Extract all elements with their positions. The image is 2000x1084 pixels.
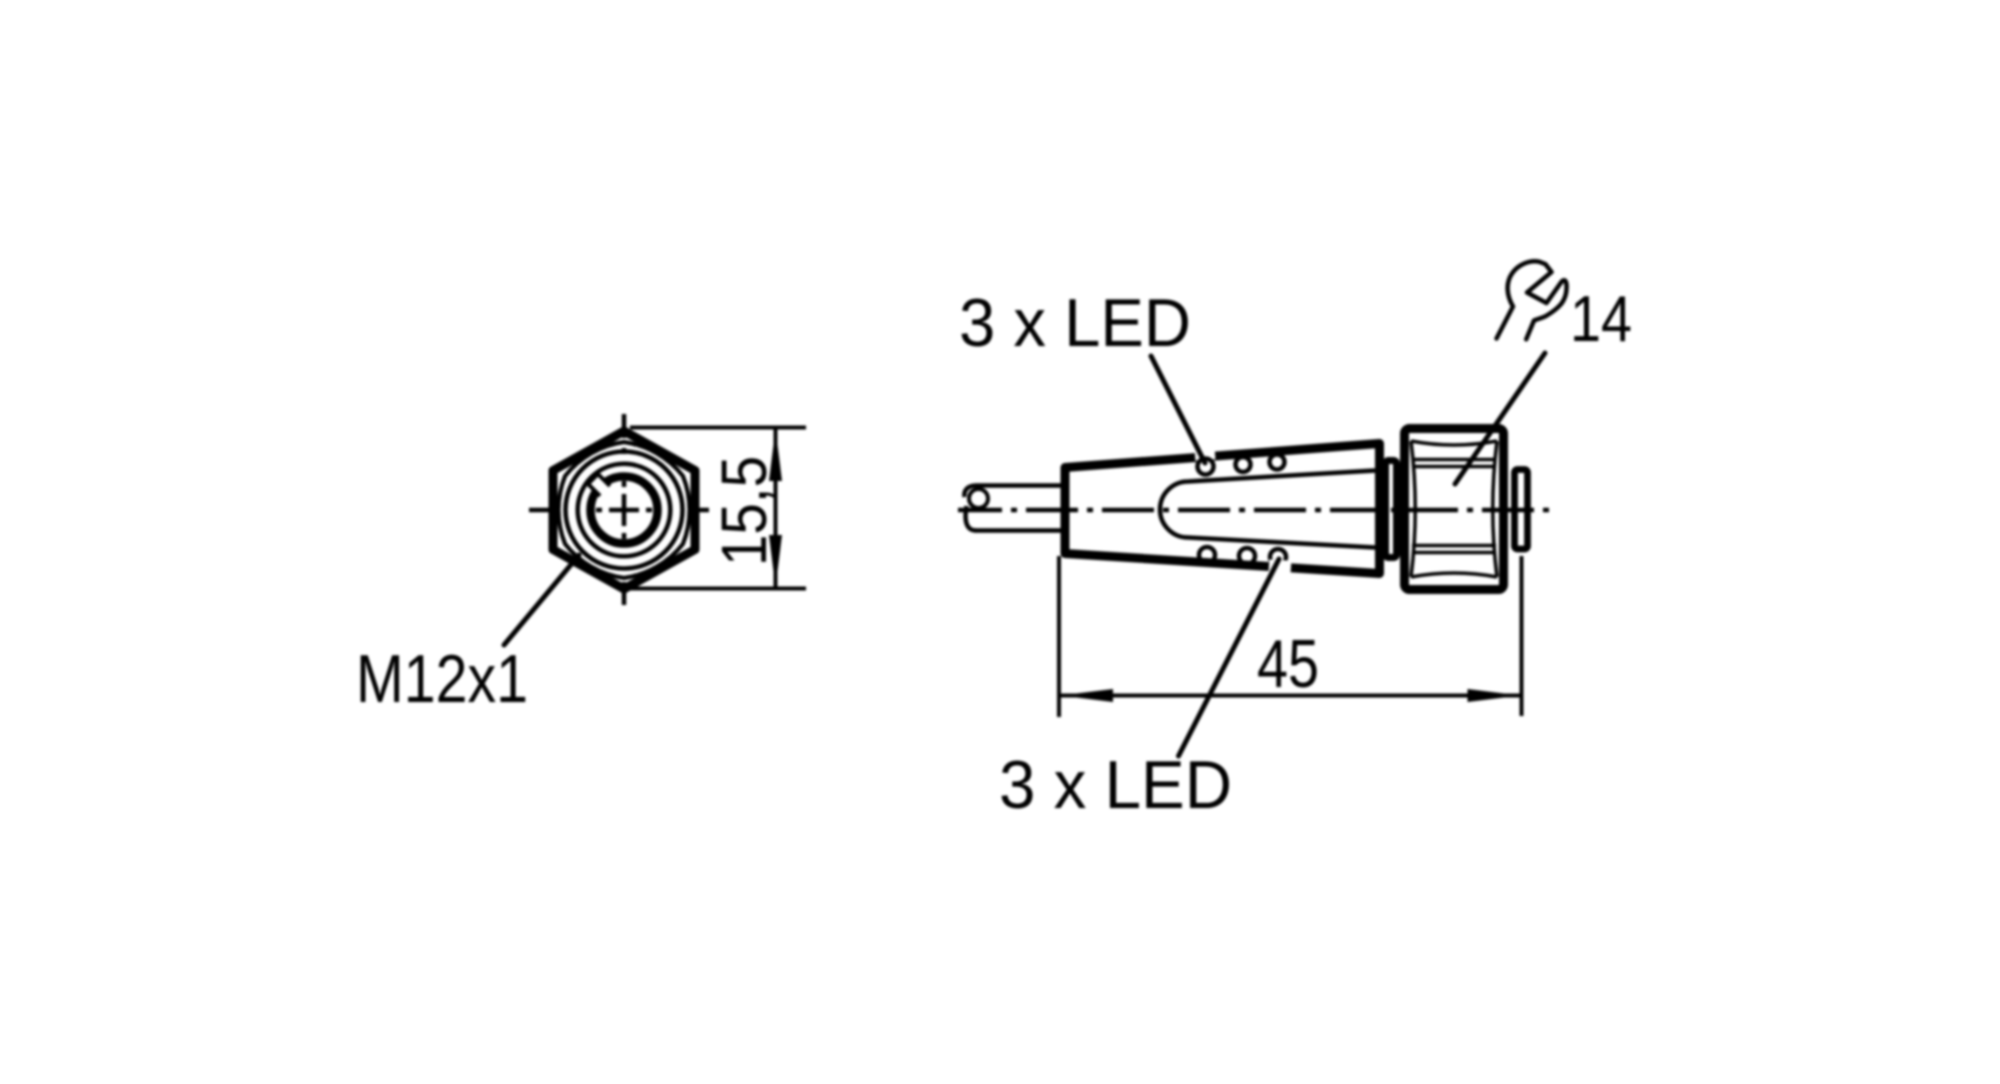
svg-text:15,5: 15,5	[708, 456, 780, 566]
svg-text:3 x LED: 3 x LED	[959, 285, 1191, 361]
svg-text:14: 14	[1570, 282, 1632, 355]
svg-text:45: 45	[1257, 626, 1319, 702]
svg-text:3 x LED: 3 x LED	[999, 747, 1232, 823]
svg-text:M12x1: M12x1	[356, 641, 528, 717]
